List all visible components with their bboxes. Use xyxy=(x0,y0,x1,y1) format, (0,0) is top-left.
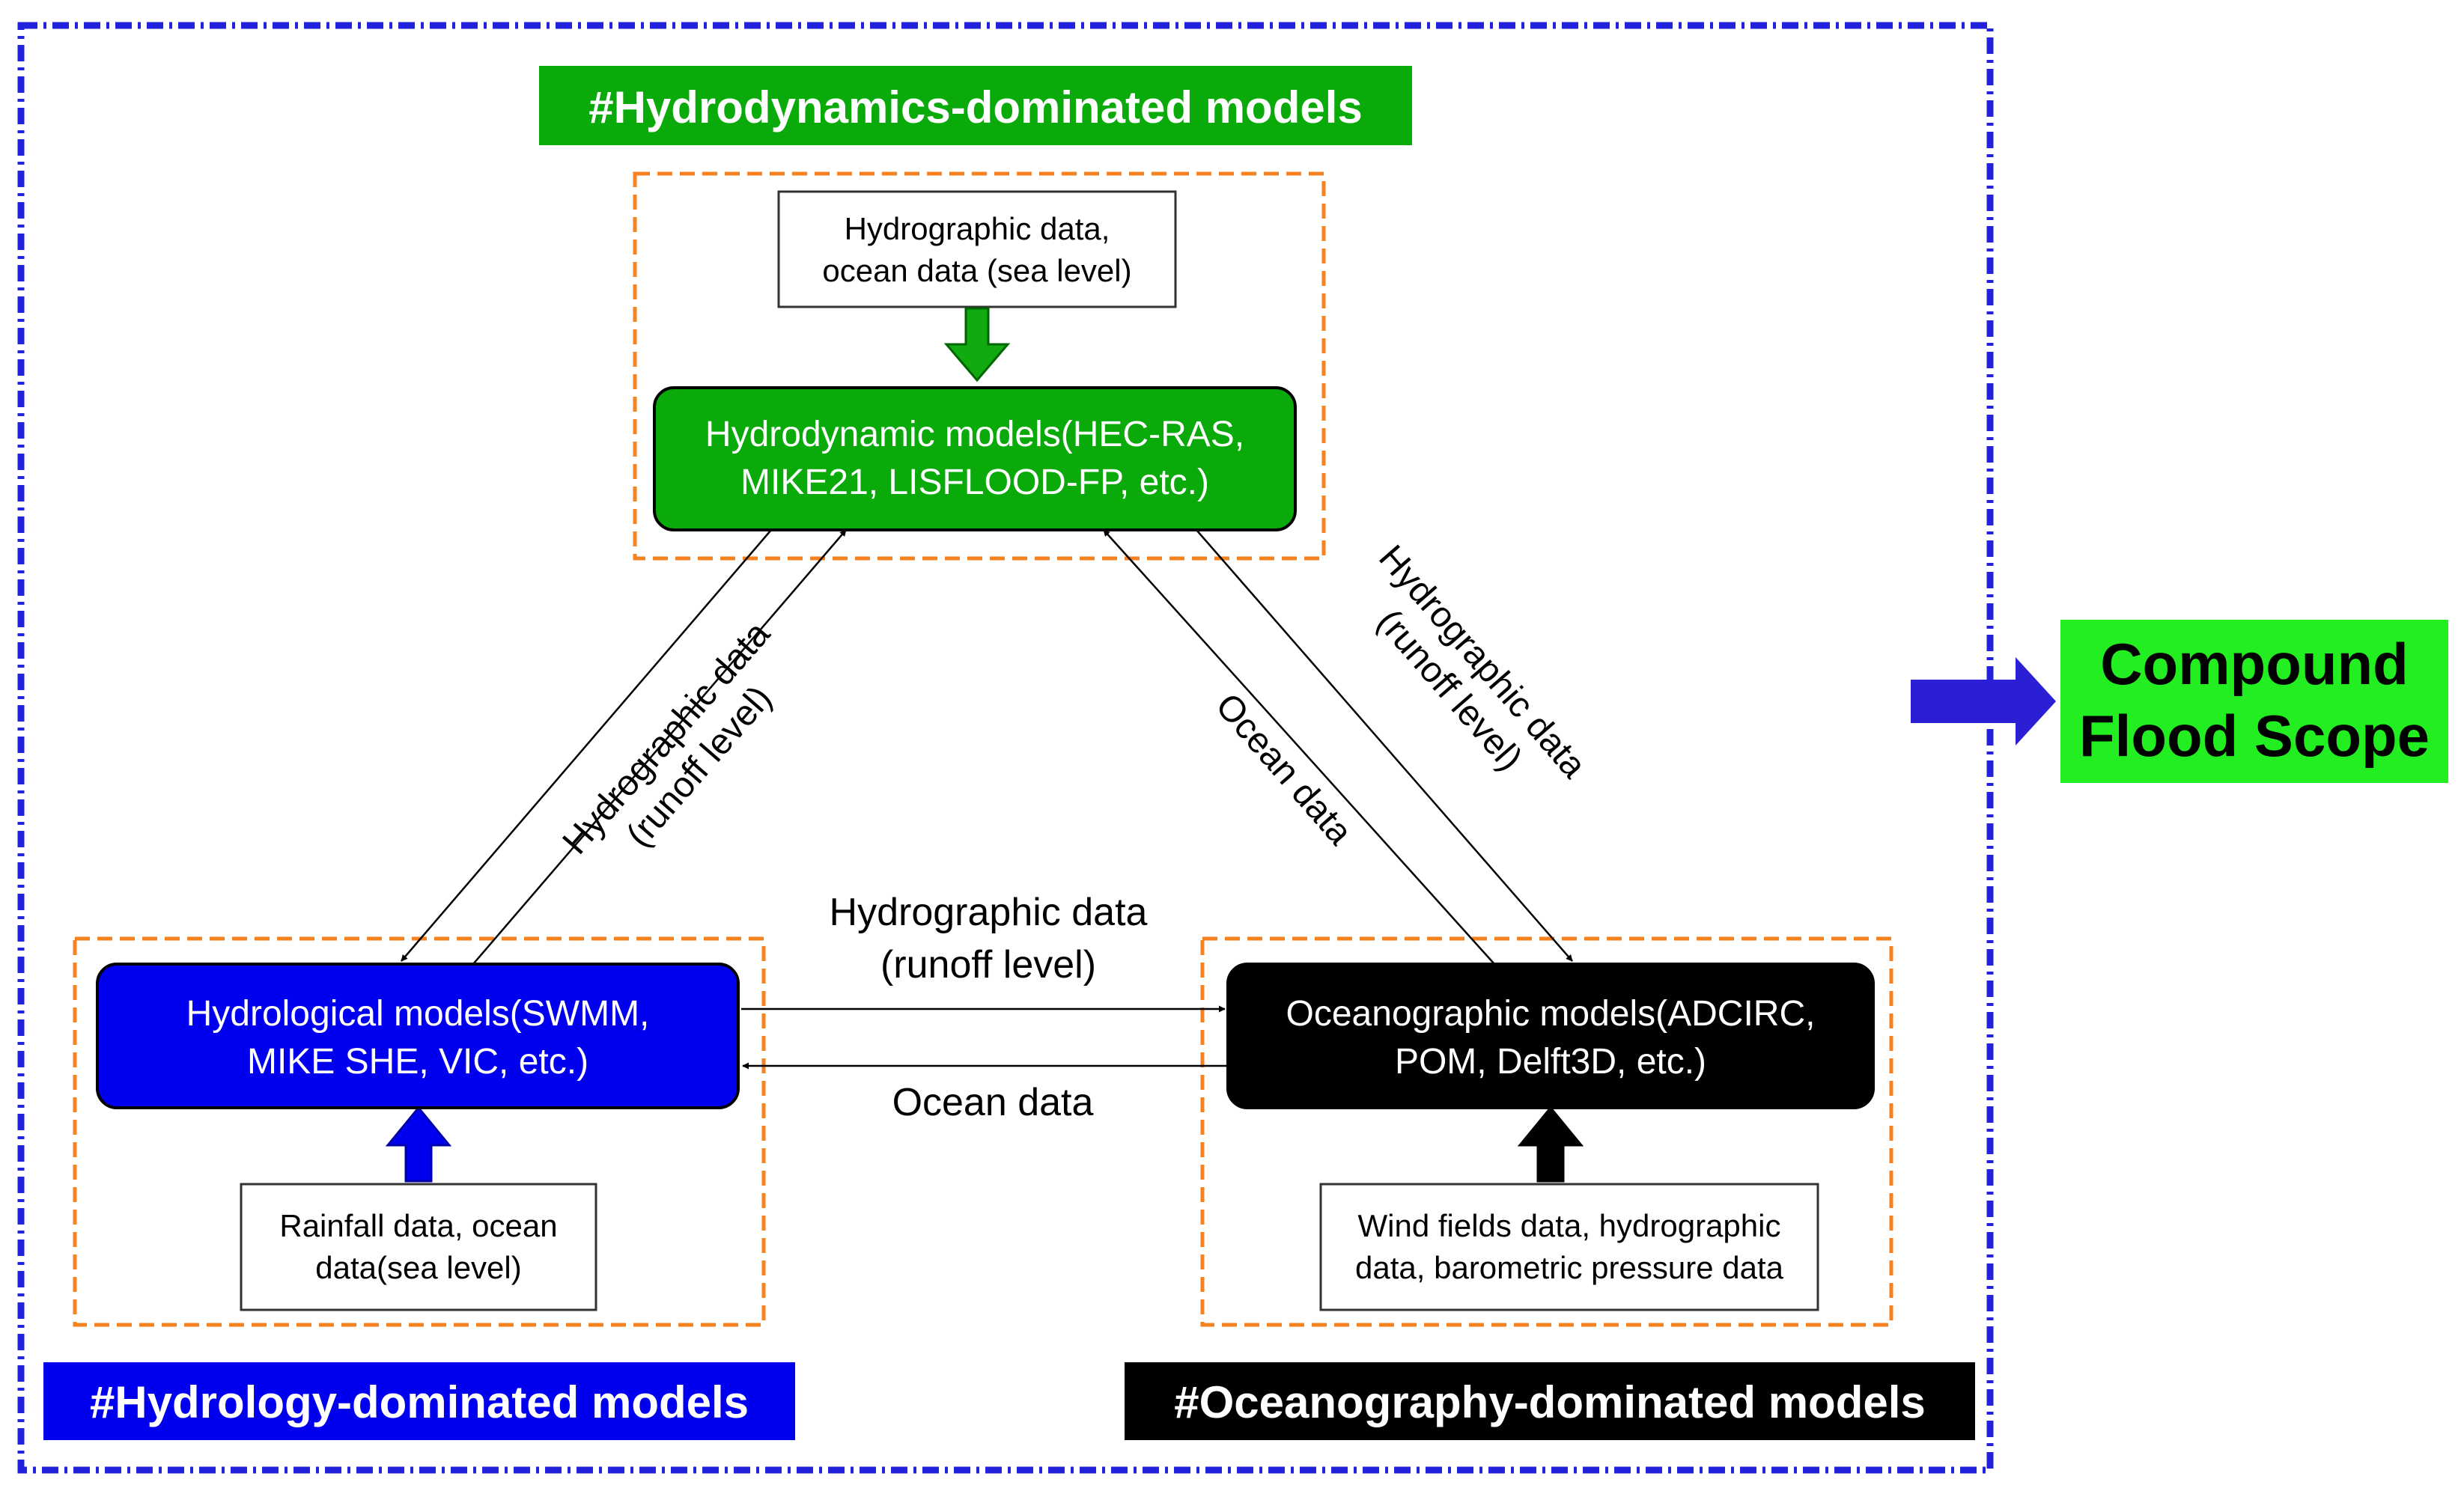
right-inner-flow-label-text: Ocean data xyxy=(1208,686,1360,853)
hydrodynamics-group-frame xyxy=(633,171,1326,561)
bottom-flow-upper-line1: Hydrographic data xyxy=(830,891,1148,934)
oceanography-group-frame xyxy=(1200,936,1893,1327)
oceanographic-input-line2: data, barometric pressure data xyxy=(1355,1250,1784,1285)
oceanography-title: #Oceanography-dominated models xyxy=(1125,1362,1975,1440)
compound-flood-scope-box: Compound Flood Scope xyxy=(2060,620,2448,783)
hydrological-models-line2: MIKE SHE, VIC, etc.) xyxy=(247,1042,588,1082)
hydrological-input-arrow xyxy=(385,1106,452,1183)
oceanographic-models-line2: POM, Delft3D, etc.) xyxy=(1395,1042,1706,1082)
hydrology-group-frame xyxy=(73,936,766,1327)
oceanographic-input-line1: Wind fields data, hydrographic xyxy=(1358,1208,1781,1243)
hydrodynamics-title-text: #Hydrodynamics-dominated models xyxy=(588,82,1363,132)
hydrological-models-line1: Hydrological models(SWMM, xyxy=(186,994,650,1034)
hydrodynamic-input-line1: Hydrographic data, xyxy=(845,211,1110,246)
bottom-flow-upper-line2: (runoff level) xyxy=(880,943,1096,987)
oceanographic-models-line1: Oceanographic models(ADCIRC, xyxy=(1286,994,1816,1034)
arrow-oceanographic-to-hydrodynamic xyxy=(1103,529,1495,965)
outer-frame xyxy=(17,22,1994,1474)
oceanographic-input-box: Wind fields data, hydrographic data, bar… xyxy=(1319,1183,1819,1311)
oceanographic-input-arrow xyxy=(1517,1106,1584,1183)
oceanography-title-text: #Oceanography-dominated models xyxy=(1174,1377,1926,1427)
arrow-hydrodynamic-to-oceanographic xyxy=(1196,529,1573,962)
compound-flood-scope-line2: Flood Scope xyxy=(2079,703,2430,769)
hydrodynamic-models-box: Hydrodynamic models(HEC-RAS, MIKE21, LIS… xyxy=(653,386,1297,531)
hydrology-title-text: #Hydrology-dominated models xyxy=(90,1377,749,1427)
hydrodynamics-title: #Hydrodynamics-dominated models xyxy=(539,66,1412,145)
compound-flood-scope-line1: Compound xyxy=(2100,631,2409,697)
right-outer-flow-label: Hydrographic data (runoff level) xyxy=(1369,538,1594,786)
left-flow-label: Hydrographic data (runoff level) xyxy=(556,614,780,862)
hydrodynamic-input-arrow xyxy=(943,307,1011,382)
arrow-hydrodynamic-to-hydrological xyxy=(401,529,772,962)
hydrological-models-box: Hydrological models(SWMM, MIKE SHE, VIC,… xyxy=(96,963,740,1109)
right-inner-flow-label: Ocean data xyxy=(1208,686,1360,853)
hydrodynamic-input-line2: ocean data (sea level) xyxy=(822,253,1131,288)
hydrology-title: #Hydrology-dominated models xyxy=(43,1362,795,1440)
bottom-flow-lower-label: Ocean data xyxy=(892,1081,1094,1124)
output-arrow xyxy=(1911,657,2056,746)
hydrodynamic-input-box: Hydrographic data, ocean data (sea level… xyxy=(777,190,1177,308)
oceanographic-models-box: Oceanographic models(ADCIRC, POM, Delft3… xyxy=(1226,963,1875,1109)
hydrodynamic-models-line1: Hydrodynamic models(HEC-RAS, xyxy=(705,415,1244,454)
hydrological-input-line2: data(sea level) xyxy=(315,1250,521,1285)
hydrological-input-line1: Rainfall data, ocean xyxy=(279,1208,557,1243)
hydrodynamic-models-line2: MIKE21, LISFLOOD-FP, etc.) xyxy=(740,463,1209,502)
hydrological-input-box: Rainfall data, ocean data(sea level) xyxy=(240,1183,597,1311)
arrow-hydrological-to-hydrodynamic xyxy=(472,529,847,965)
